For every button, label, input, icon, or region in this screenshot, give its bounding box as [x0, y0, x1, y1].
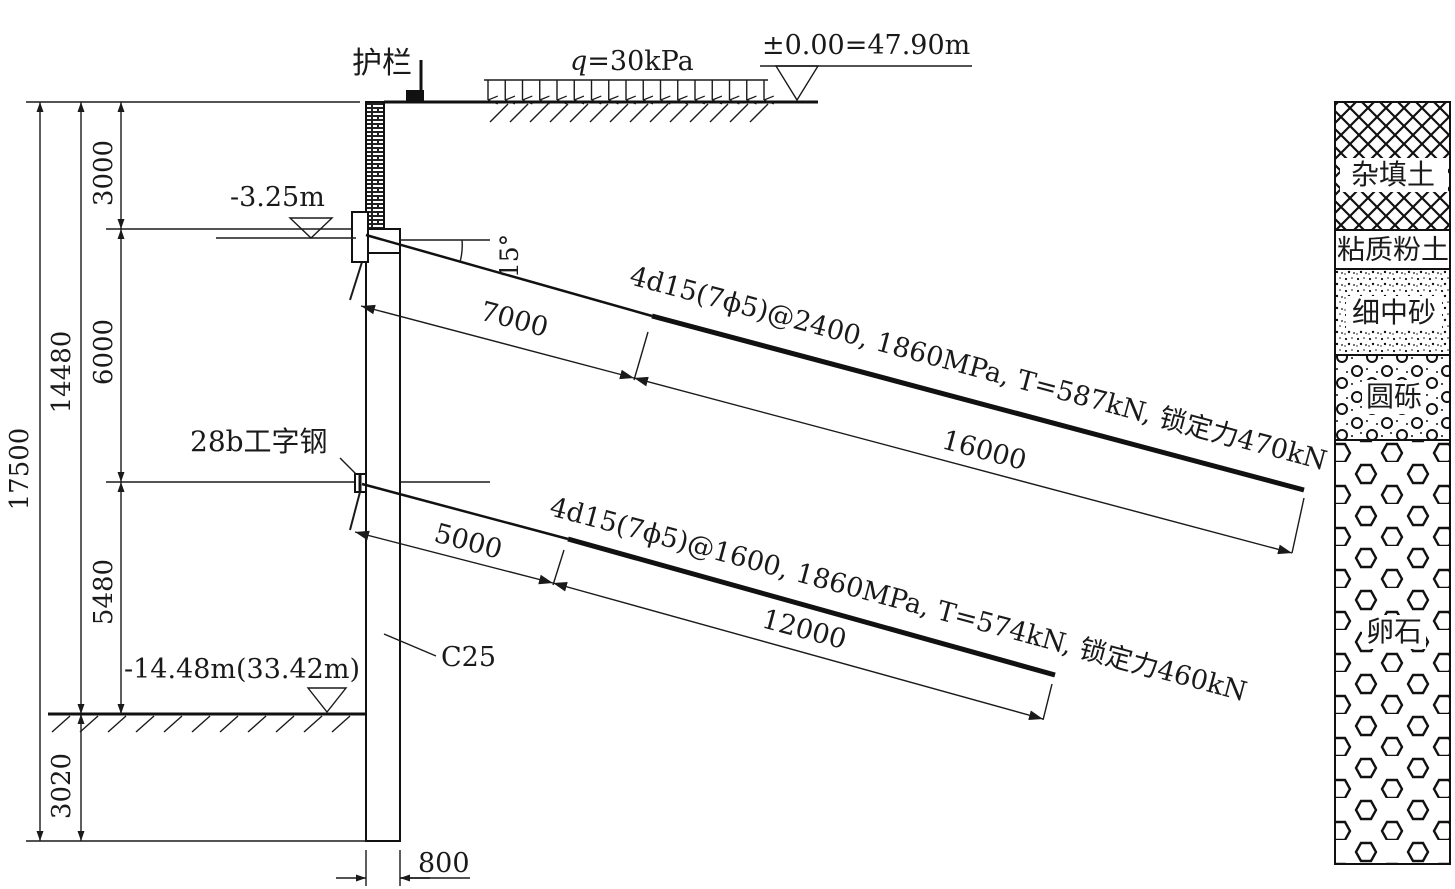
- datum-label: ±0.00=47.90m: [762, 30, 970, 61]
- level-bottom-label: -14.48m(33.42m): [124, 654, 360, 685]
- level-bottom-triangle: [306, 687, 348, 714]
- brick-retaining-wall: [365, 101, 385, 230]
- load-label: q=30kPa: [570, 46, 694, 77]
- level-marker-325: -3.25m: [216, 182, 356, 239]
- ibeam-strut: [349, 491, 361, 531]
- soil-label-fill: 杂填土: [1351, 158, 1435, 191]
- soil-label-cobble: 卵石: [1366, 615, 1422, 648]
- concrete-label: C25: [441, 642, 496, 673]
- anchor-1-end-tick: [1291, 497, 1305, 554]
- guardrail-label: 护栏: [352, 46, 412, 81]
- ground-surface: [384, 100, 818, 123]
- soil-label-clayey-silt: 粘质粉土: [1337, 235, 1449, 266]
- anchor-2-total-dim-line: [552, 582, 1044, 720]
- anchor-1-dim-tick: [633, 331, 649, 381]
- soil-layer-cobble: [1334, 439, 1451, 865]
- angle-arc: [459, 239, 463, 263]
- anchor-1: 15° 7000 16000 4d15(7ϕ5)@2400, 1860MPa, …: [360, 233, 1330, 555]
- soil-label-bg-1: [1340, 158, 1448, 192]
- soil-label-round-gravel: 圆砾: [1366, 380, 1422, 413]
- anchor-2-dim-tick: [552, 549, 565, 586]
- level-325-triangle: [288, 217, 334, 239]
- soil-label-bg-5: [1362, 615, 1426, 649]
- level-marker-bottom: -14.48m(33.42m): [48, 654, 366, 733]
- anchor-1-free-dim-line: [360, 304, 635, 380]
- pile-body: [365, 228, 401, 842]
- anchor-2-free-length: 5000: [431, 518, 505, 566]
- concrete-leader: [383, 633, 437, 657]
- ground-hatch: [489, 103, 769, 123]
- left-dimensions: 17500 14480 3020 3000 6000 5480: [5, 101, 490, 842]
- dim-3020: 3020: [47, 753, 77, 819]
- anchor-1-total-length: 16000: [939, 425, 1030, 477]
- ibeam-label: 28b工字钢: [190, 425, 328, 458]
- pile-width-dimension: 800: [336, 848, 470, 886]
- soil-layer-clayey-silt: [1334, 229, 1451, 270]
- dim-6000: 6000: [89, 319, 119, 385]
- angle-label: 15°: [495, 234, 524, 278]
- dim-17500: 17500: [5, 428, 35, 511]
- dim-3000: 3000: [89, 140, 119, 206]
- soil-column: 杂填土 粘质粉土 细中砂 圆砾 卵石: [1334, 101, 1451, 865]
- soil-label-bg-3: [1346, 296, 1442, 330]
- anchor-2-spec: 4d15(7ϕ5)@1600, 1860MPa, T=574kN, 锁定力460…: [546, 492, 1249, 708]
- soil-label-sand: 细中砂: [1352, 296, 1436, 329]
- anchor-1-total-dim-line: [633, 376, 1293, 555]
- waler-beam: [351, 211, 369, 263]
- load-arrows: [487, 80, 764, 100]
- guardrail: 护栏: [352, 46, 424, 102]
- datum-marker: ±0.00=47.90m: [760, 30, 972, 102]
- ibeam-leader: [339, 457, 357, 475]
- excavation-hatch: [51, 715, 351, 733]
- anchor-1-free-length: 7000: [477, 296, 551, 344]
- guardrail-base: [406, 90, 424, 102]
- anchor-2: 5000 12000 4d15(7ϕ5)@1600, 1860MPa, T=57…: [354, 482, 1250, 721]
- datum-triangle: [774, 65, 820, 102]
- anchor-2-free-section: [361, 482, 569, 541]
- level-325-label: -3.25m: [230, 182, 325, 213]
- dim-5480: 5480: [89, 559, 119, 625]
- surcharge-load: q=30kPa: [484, 46, 768, 100]
- soil-label-bg-4: [1362, 380, 1426, 414]
- anchor-2-end-tick: [1042, 683, 1053, 721]
- anchor-2-free-dim-line: [354, 530, 554, 585]
- waler-strut-top: [349, 261, 363, 301]
- anchor-1-free-section: [365, 233, 653, 318]
- dim-14480: 14480: [47, 331, 77, 414]
- pile-width-label: 800: [418, 848, 470, 879]
